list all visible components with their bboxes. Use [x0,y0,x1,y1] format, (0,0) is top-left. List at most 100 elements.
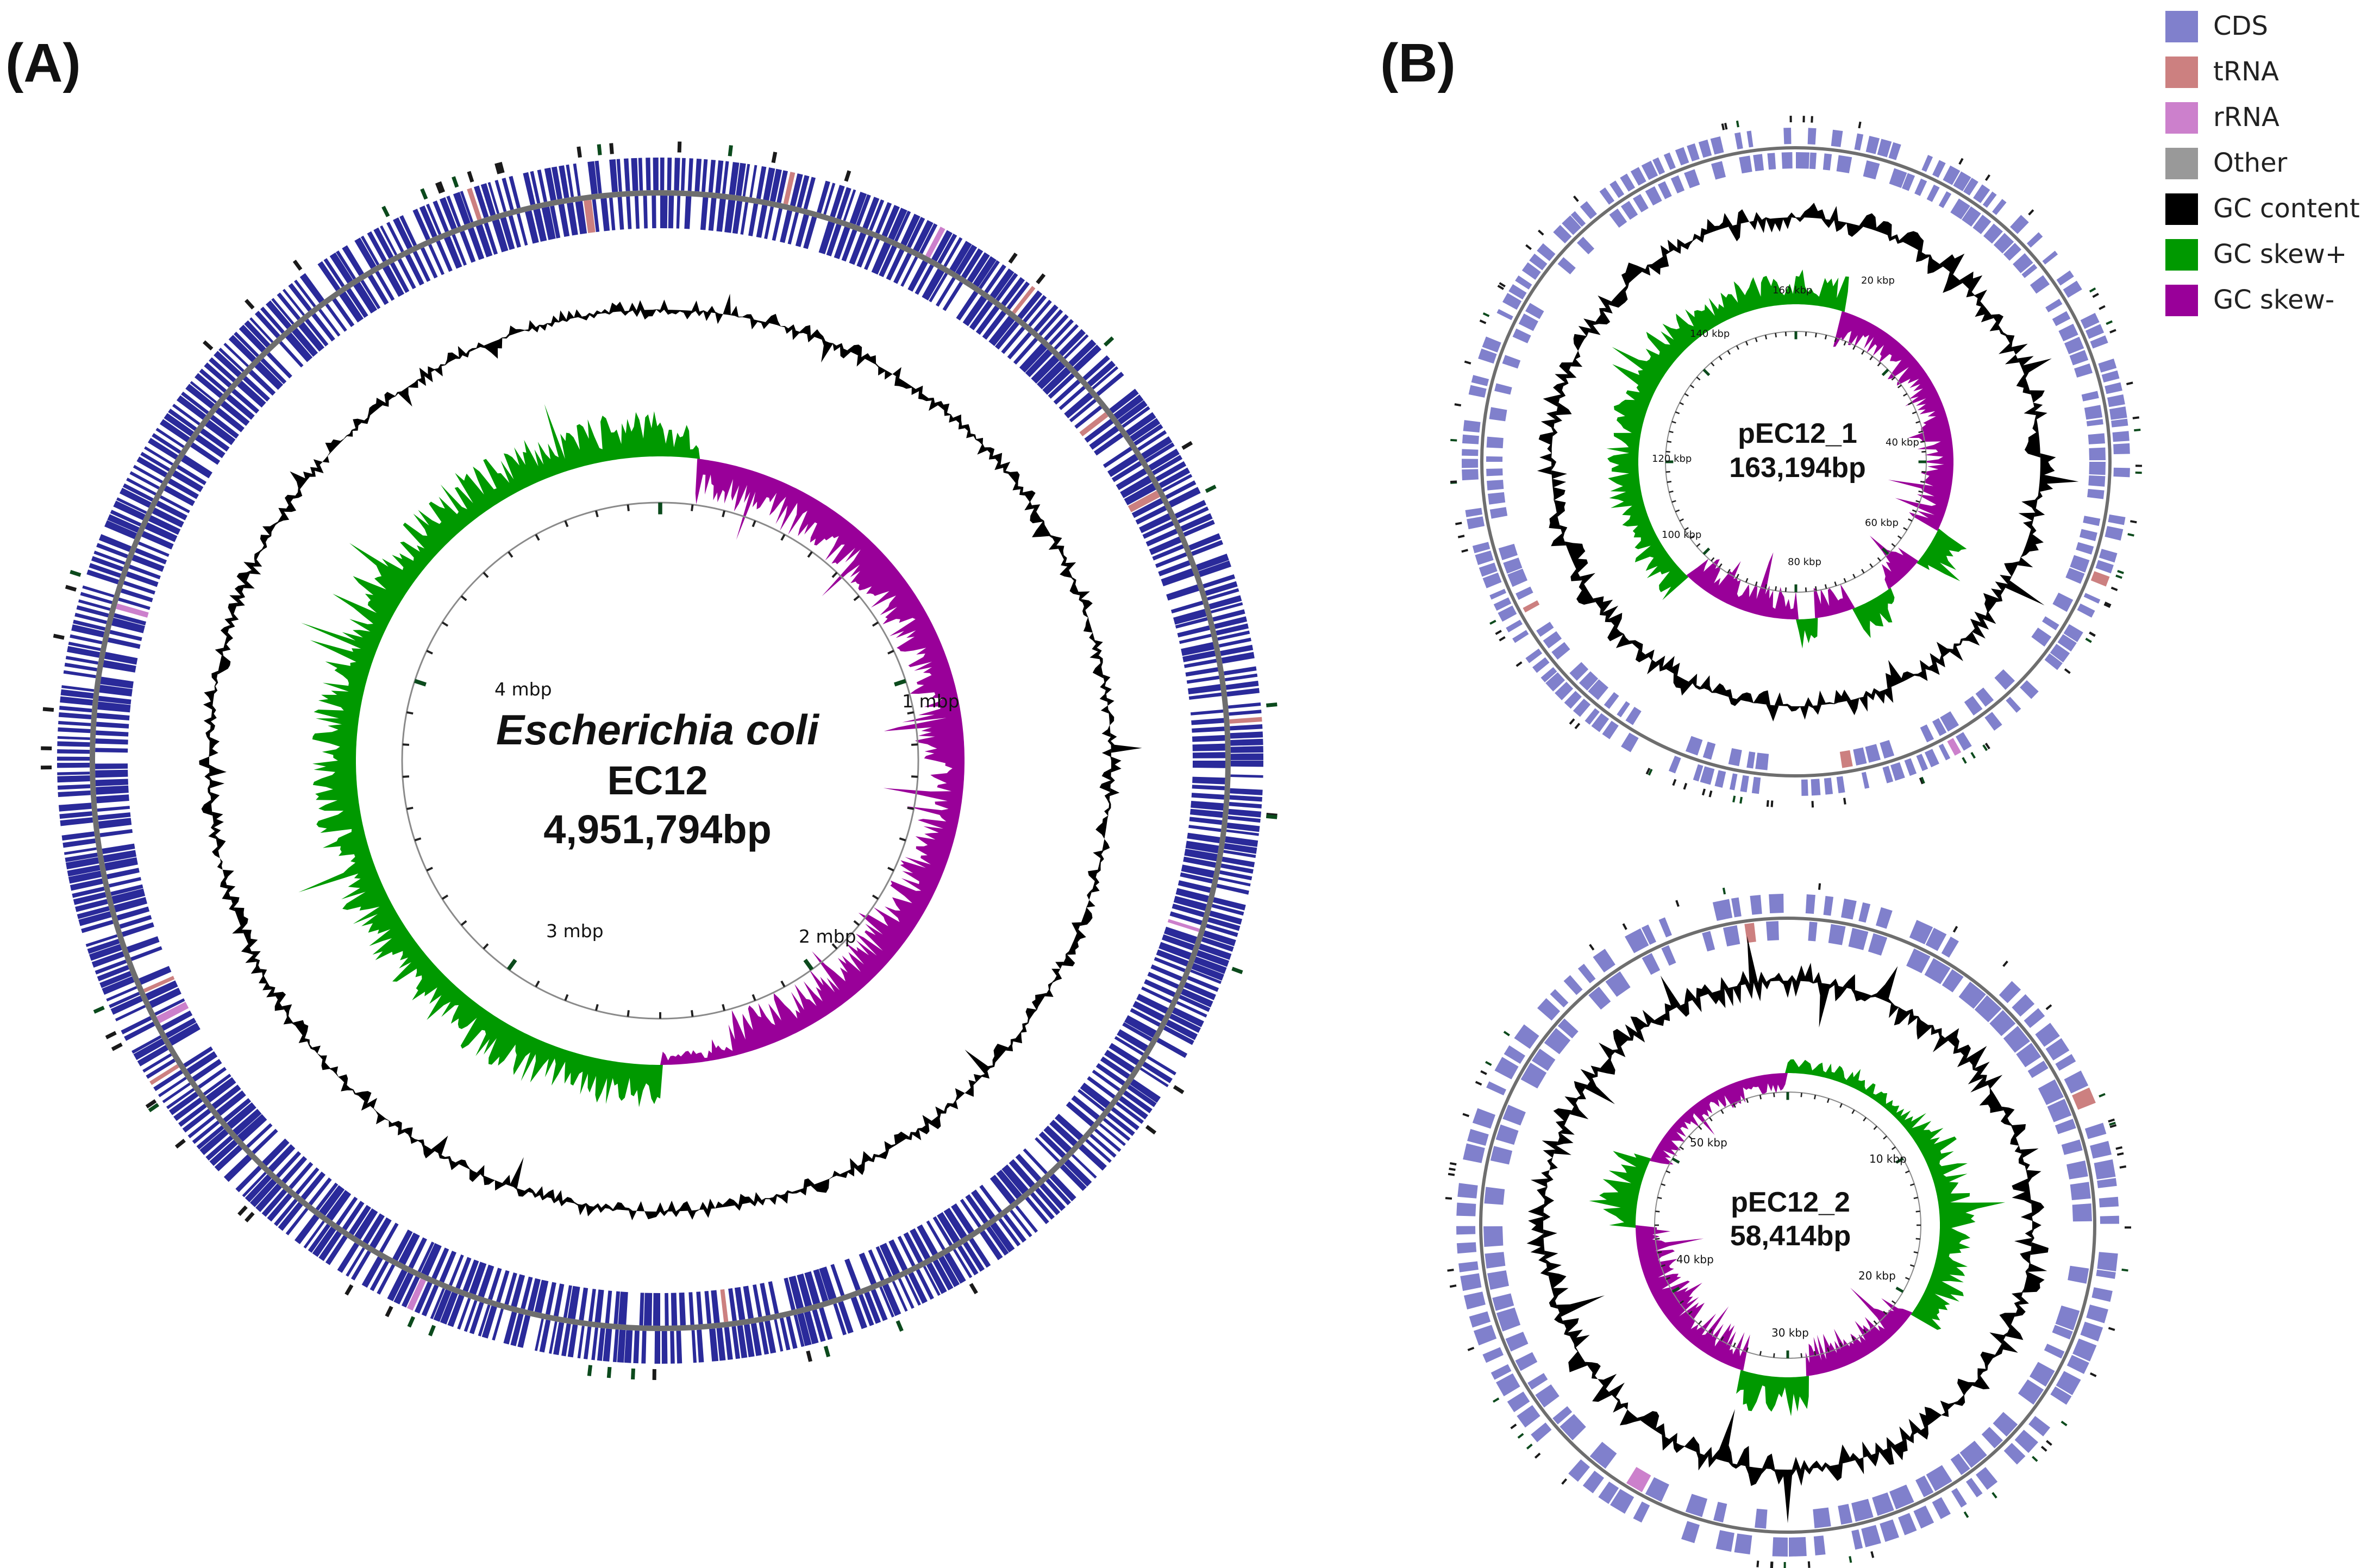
cds-reverse-feature [2066,1160,2088,1180]
cds-reverse-feature [1094,432,1124,456]
cds-forward-feature [1165,480,1197,499]
outer-tick [1450,1162,1457,1166]
cds-forward-feature [469,1302,484,1334]
outer-tick [2002,960,2008,967]
cds-forward-feature [1861,772,1870,789]
cds-forward-feature [1228,808,1262,818]
outer-tick [1537,229,1544,236]
cds-forward-feature [1025,1196,1049,1225]
scale-tick [1684,393,1689,397]
cds-reverse-feature [2070,1182,2091,1200]
cds-forward-feature [249,1178,277,1207]
outer-tick [1958,158,1964,165]
cds-reverse-feature [379,1222,399,1253]
outer-tick [1526,1444,1533,1450]
cds-forward-feature [561,1323,571,1357]
cds-reverse-feature [2076,542,2094,555]
cds-forward-feature [59,811,92,819]
cds-reverse-feature [121,588,153,603]
cds-forward-feature [1155,461,1187,482]
cds-reverse-feature [734,1287,746,1320]
cds-forward-feature [1750,895,1762,915]
outer-tick [1701,788,1706,796]
cds-forward-feature [58,790,91,798]
cds-reverse-feature [534,1280,549,1313]
cds-forward-feature [708,159,716,193]
outer-tick [2061,1420,2068,1427]
cds-forward-feature [1230,731,1263,739]
cds-reverse-feature [325,303,347,332]
cds-forward-feature [551,166,562,200]
legend-item-gc-skew-plus: GC skew+ [2165,239,2347,271]
scale-tick [831,943,838,950]
cds-forward-feature [342,245,364,277]
cds-forward-feature [2100,1215,2119,1224]
cds-reverse-feature [496,1270,510,1303]
cds-forward-feature [2108,514,2126,525]
p2-axis-40kbp: 40 kbp [1676,1253,1714,1266]
cds-reverse-feature [315,1182,339,1211]
cds-forward-feature [1230,788,1263,795]
scale-tick [911,775,918,778]
cds-reverse-feature [1181,864,1215,878]
cds-reverse-feature [2083,516,2101,526]
outer-tick [2064,668,2071,674]
cds-reverse-feature [123,580,155,595]
scale-tick [831,572,838,578]
cds-reverse-feature [1185,667,1218,677]
cds-reverse-feature [788,1275,804,1309]
cds-reverse-feature [1191,793,1225,800]
cds-forward-feature [199,368,227,393]
cds-forward-feature [2091,1287,2113,1302]
cds-forward-feature [75,899,108,912]
scale-tick [1764,335,1768,340]
cds-reverse-feature [504,1272,517,1305]
outer-tick [1525,244,1532,250]
cds-forward-feature [687,158,693,191]
cds-forward-feature [1932,160,1946,178]
scale-tick [1655,1211,1660,1213]
cds-reverse-feature [688,1292,694,1325]
cds-forward-feature [168,409,197,431]
scale-tick [1733,1103,1736,1108]
cds-reverse-feature [643,1293,653,1326]
cds-reverse-feature [1175,888,1209,902]
cds-reverse-feature [527,1278,541,1312]
cds-reverse-feature [943,1207,967,1239]
cds-reverse-feature [1150,964,1182,981]
cds-reverse-feature [1156,949,1189,967]
legend: CDS tRNA rRNA Other GC content GC skew+ … [2165,11,2360,316]
cds-reverse-feature [109,630,142,641]
cds-reverse-feature [475,224,493,258]
cds-forward-feature [1203,574,1236,588]
cds-forward-feature [1973,184,1990,203]
cds-forward-feature [377,1264,396,1295]
cds-forward-feature [1540,667,1557,682]
outer-tick [467,171,474,183]
cds-forward-feature [836,187,851,220]
cds-forward-feature [2107,394,2125,407]
cds-reverse-feature [139,965,172,985]
cds-reverse-feature [740,202,749,235]
scale-tick [1657,1251,1662,1254]
cds-reverse-feature [1924,958,1951,984]
cds-forward-feature [898,1278,915,1309]
cds-reverse-feature [1486,468,1503,476]
cds-forward-feature [1714,770,1726,788]
cds-forward-feature [544,167,556,201]
cds-reverse-feature [198,1067,227,1089]
cds-reverse-feature [1013,337,1038,365]
cds-reverse-feature [200,428,230,452]
outer-tick [1485,1061,1492,1066]
cds-reverse-feature [1518,313,1538,331]
cds-forward-feature [502,178,514,210]
cds-forward-feature [1570,211,1586,227]
scale-tick [1746,1098,1749,1103]
cds-forward-feature [1033,304,1059,333]
scale-tick [1883,1310,1887,1315]
cds-reverse-feature [1588,986,1611,1010]
cds-forward-feature [1668,755,1681,774]
cds-forward-feature [2063,280,2082,298]
cds-forward-feature [653,158,659,191]
cds-reverse-feature [567,1285,580,1320]
